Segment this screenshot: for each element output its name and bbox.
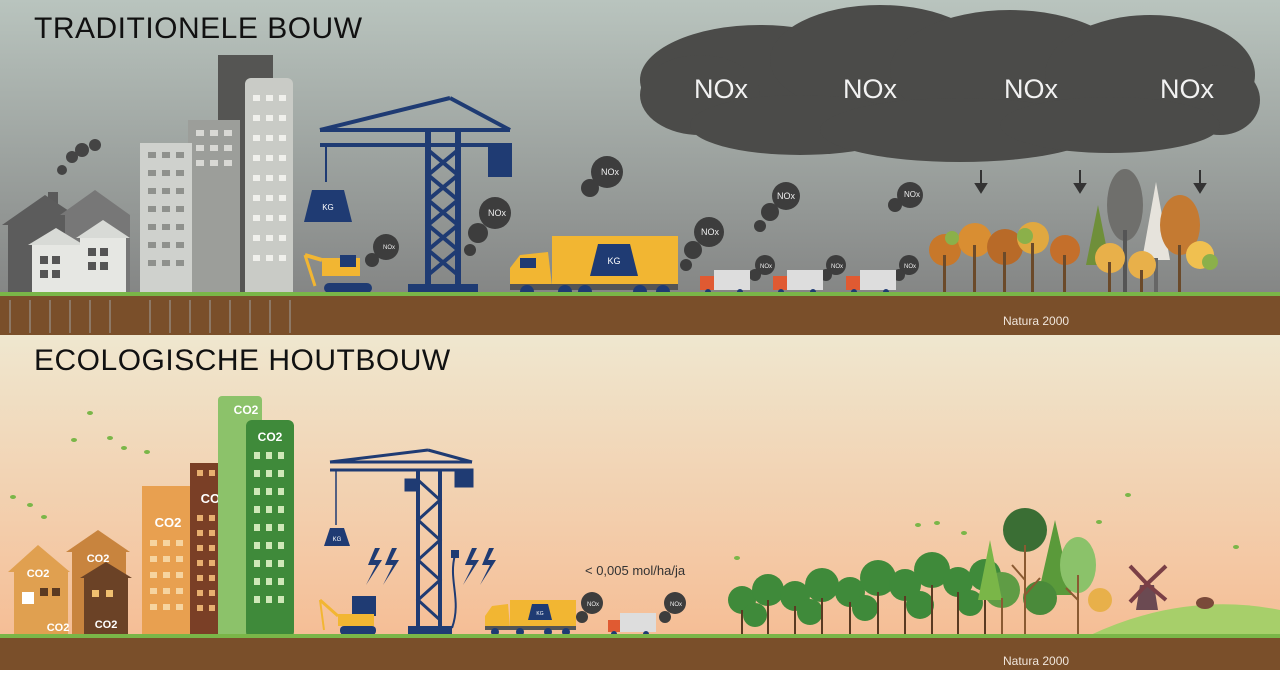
grass-bottom xyxy=(0,634,1280,640)
foundation-piles-top xyxy=(9,300,291,333)
cloud-nox-label: NOx xyxy=(1004,74,1058,104)
crane-traditional xyxy=(319,96,512,288)
smoke-label: NOx xyxy=(904,264,916,270)
plug-icon xyxy=(451,550,459,558)
weight-label: KG xyxy=(322,203,334,212)
co2-label: CO2 xyxy=(258,430,283,444)
cloud-nox-label: NOx xyxy=(843,74,897,104)
deposition-value: < 0,005 mol/ha/ja xyxy=(585,563,686,578)
smoke-label: NOx xyxy=(701,227,720,237)
smoke-label: NOx xyxy=(831,264,843,270)
smoke-label: NOx xyxy=(587,602,599,608)
forest-healthy xyxy=(728,508,1280,640)
smoke-labels-bottom: NOx NOx xyxy=(587,602,682,608)
cloud-nox-label: NOx xyxy=(694,74,748,104)
wood-tower-darkgreen: CO2 xyxy=(246,420,294,638)
small-trucks-top xyxy=(700,270,896,295)
cloud-nox-label: NOx xyxy=(1160,74,1214,104)
truck-weight-label: KG xyxy=(536,611,543,617)
co2-label: CO2 xyxy=(87,553,110,565)
excavator-electric xyxy=(319,596,376,635)
weight-bottom: KG xyxy=(324,528,350,546)
wood-tower-orange: CO2 xyxy=(142,486,194,638)
weight-label: KG xyxy=(333,537,342,543)
nox-cloud xyxy=(640,5,1260,162)
weight-top: KG xyxy=(304,190,352,222)
power-cable xyxy=(451,554,457,629)
house-right xyxy=(76,220,130,297)
smoke-puffs-top xyxy=(365,156,923,281)
co2-label: CO2 xyxy=(155,515,182,530)
wooden-house-1: CO2 CO2 xyxy=(8,545,70,638)
smoke-label: NOx xyxy=(383,245,395,251)
forest-dying xyxy=(929,169,1218,293)
truck-weight-label: KG xyxy=(607,256,620,266)
co2-label: CO2 xyxy=(95,619,118,631)
natura-label-top: Natura 2000 xyxy=(1003,314,1070,328)
wooden-house-3: CO2 xyxy=(80,562,132,638)
grass-top xyxy=(0,292,1280,298)
ground-top xyxy=(0,296,1280,335)
co2-label: CO2 xyxy=(47,622,70,634)
house-left xyxy=(28,228,84,297)
section-title-traditional: TRADITIONELE BOUW xyxy=(34,12,363,45)
smoke-labels-top: NOx NOx NOx NOx NOx NOx NOx NOx NOx xyxy=(383,167,920,270)
crane-electric xyxy=(329,448,474,630)
smoke-puffs-bottom xyxy=(576,592,686,623)
tower-mid xyxy=(188,120,240,300)
deposition-arrows xyxy=(974,170,1207,194)
excavator-top xyxy=(303,253,372,293)
smoke-label: NOx xyxy=(777,191,796,201)
farm-hut xyxy=(1196,597,1214,609)
smoke-label: NOx xyxy=(601,167,620,177)
smoke-label: NOx xyxy=(904,190,920,199)
windmill xyxy=(1128,564,1168,610)
tower-tall xyxy=(245,78,293,300)
tower-light xyxy=(140,143,192,300)
smoke-label: NOx xyxy=(670,602,682,608)
natura-label-bottom: Natura 2000 xyxy=(1003,654,1070,668)
floating-leaves xyxy=(10,411,1239,560)
smoke-label: NOx xyxy=(488,208,507,218)
co2-label: CO2 xyxy=(234,403,259,417)
section-title-ecological: ECOLOGISCHE HOUTBOUW xyxy=(34,344,451,377)
smoke-label: NOx xyxy=(760,264,772,270)
ground-bottom xyxy=(0,638,1280,670)
co2-label: CO2 xyxy=(27,568,50,580)
lightning-icons xyxy=(366,548,496,585)
